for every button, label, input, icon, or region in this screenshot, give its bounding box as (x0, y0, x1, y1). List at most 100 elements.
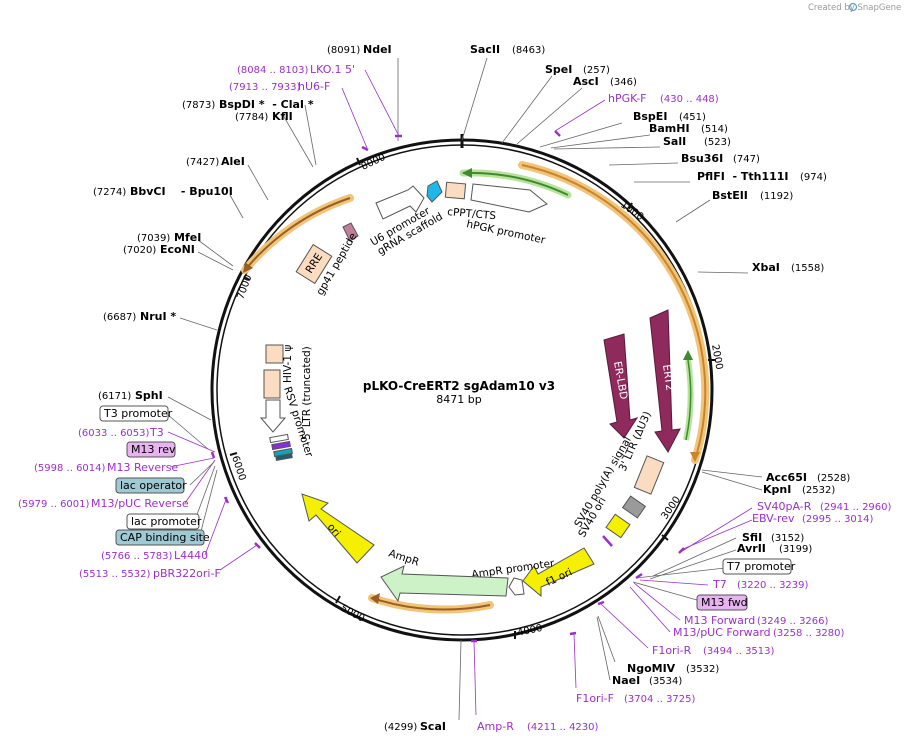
orange-arrowhead-left (243, 262, 253, 273)
svg-text:(3220 .. 3239): (3220 .. 3239) (737, 580, 809, 591)
svg-text:(7913 .. 7933): (7913 .. 7933) (229, 82, 301, 93)
tick-6000: 6000 (229, 455, 247, 483)
site-scai: ScaI (420, 720, 446, 733)
site-kpni: KpnI (763, 483, 791, 496)
svg-text:(747): (747) (733, 154, 760, 165)
snapgene-credit: Created by SnapGene (808, 3, 901, 13)
restriction-sites-left: (8091) NdeI (7873) BspDI * - ClaI * (778… (93, 43, 392, 402)
site-ndei: NdeI (363, 43, 392, 56)
primer-f1ori-r: F1ori-R (652, 644, 692, 657)
svg-text:(451): (451) (679, 112, 706, 123)
svg-text:(1558): (1558) (791, 263, 824, 274)
svg-text:(514): (514) (701, 124, 728, 135)
site-sacii: SacII (470, 43, 500, 56)
site-nrui: NruI * (140, 310, 176, 323)
svg-text:(6687): (6687) (103, 312, 136, 323)
site-bsu36i: Bsu36I (681, 152, 723, 165)
primer-m13-puc-forward: M13/pUC Forward (673, 626, 771, 639)
svg-text:hPGK promoter: hPGK promoter (465, 218, 546, 247)
feature-lac-cluster (269, 433, 293, 461)
svg-text:(3494 .. 3513): (3494 .. 3513) (703, 646, 775, 657)
svg-text:(7274): (7274) (93, 187, 126, 198)
svg-text:(3258 .. 3280): (3258 .. 3280) (773, 628, 845, 639)
primer-m13-forward: M13 Forward (684, 614, 755, 627)
svg-text:(5998 .. 6014): (5998 .. 6014) (34, 463, 106, 474)
svg-text:(7873): (7873) (182, 100, 215, 111)
label-cap-binding-site: CAP binding site (120, 531, 210, 544)
primer-marks (210, 130, 685, 643)
svg-text:(7020): (7020) (123, 245, 156, 256)
svg-text:(346): (346) (610, 77, 637, 88)
svg-text:(7039): (7039) (137, 233, 170, 244)
site-bspei: BspEI (633, 110, 667, 123)
orange-arrowhead-bottom (370, 593, 380, 604)
svg-text:(4211 .. 4230): (4211 .. 4230) (527, 722, 599, 733)
svg-text:(2528): (2528) (817, 473, 850, 484)
svg-text:(3532): (3532) (686, 664, 719, 675)
site-bbvci-bpu10i: BbvCI - Bpu10I (130, 185, 233, 198)
primer-amp-r: Amp-R (477, 720, 514, 733)
tick-4000: 4000 (516, 623, 543, 639)
site-naei: NaeI (612, 674, 640, 687)
primer-m13-puc-reverse: M13/pUC Reverse (91, 497, 189, 510)
primer-hpgk-f: hPGK-F (608, 92, 646, 105)
plasmid-title: pLKO-CreERT2 sgAdam10 v3 (363, 379, 555, 393)
svg-text:AmpR: AmpR (387, 547, 421, 568)
svg-text:(523): (523) (704, 137, 731, 148)
svg-text:(3249 .. 3266): (3249 .. 3266) (757, 616, 829, 627)
site-bspdi-clai: BspDI * - ClaI * (219, 98, 314, 111)
primer-pbr322ori-f: pBR322ori-F (153, 567, 221, 580)
label-m13-rev: M13 rev (131, 443, 176, 456)
feature-5ltr: 5' LTR (truncated) (263, 346, 313, 440)
feature-cppt: cPPT/CTS (444, 181, 497, 222)
svg-text:5' LTR (truncated): 5' LTR (truncated) (301, 346, 313, 440)
feature-ori: ori (301, 493, 375, 564)
site-avrii: AvrII (737, 542, 766, 555)
primer-t3: T3 (149, 426, 164, 439)
label-lac-promoter: lac promoter (131, 515, 202, 528)
svg-text:(8463): (8463) (512, 45, 545, 56)
site-sali: SalI (663, 135, 686, 148)
svg-text:(2995 .. 3014): (2995 .. 3014) (802, 514, 874, 525)
svg-text:(3704 .. 3725): (3704 .. 3725) (624, 694, 696, 705)
svg-text:(430 .. 448): (430 .. 448) (660, 94, 719, 105)
orange-arrowhead-right (690, 452, 700, 462)
boxed-labels: T7 promoter M13 fwd T3 promoter M13 rev … (99, 405, 796, 611)
site-connectors (167, 57, 763, 721)
green-arrowhead-top (462, 168, 472, 178)
svg-text:SV40 poly(A) signal: SV40 poly(A) signal (572, 435, 634, 530)
svg-text:(5513 .. 5532): (5513 .. 5532) (79, 569, 151, 580)
snapgene-logo-icon (848, 2, 858, 12)
primer-l4440: L4440 (174, 549, 208, 562)
label-m13-fwd: M13 fwd (701, 596, 748, 609)
feature-rre: RRE (295, 243, 333, 285)
site-acc65i: Acc65I (766, 471, 807, 484)
svg-text:(2941 .. 2960): (2941 .. 2960) (820, 502, 892, 513)
site-asci: AscI (573, 75, 599, 88)
svg-text:(3199): (3199) (779, 544, 812, 555)
svg-text:(7427): (7427) (186, 157, 219, 168)
green-arrowhead-right (683, 350, 693, 360)
svg-text:(5979 .. 6001): (5979 .. 6001) (18, 499, 90, 510)
svg-text:ERT2: ERT2 (660, 364, 676, 392)
svg-text:(3152): (3152) (771, 533, 804, 544)
svg-text:(1192): (1192) (760, 191, 793, 202)
site-econi: EcoNI (160, 243, 195, 256)
orf-bands (241, 161, 710, 614)
primer-m13-reverse: M13 Reverse (107, 461, 178, 474)
primers-right: hPGK-F (430 .. 448) SV40pA-R (2941 .. 29… (477, 92, 892, 733)
site-bamhi: BamHI (649, 122, 690, 135)
primer-ebv-rev: EBV-rev (752, 512, 795, 525)
tick-marks (229, 157, 716, 639)
box-connectors (166, 413, 726, 601)
tick-2000: 2000 (709, 344, 724, 371)
site-sfii: SfiI (742, 531, 762, 544)
primer-hu6-f: hU6-F (298, 80, 330, 93)
tick-5000: 5000 (339, 603, 367, 625)
feature-ert2: ERT2 (649, 309, 681, 453)
site-sphi: SphI (135, 389, 163, 402)
tick-3000: 3000 (659, 495, 683, 522)
primer-lko1-5: LKO.1 5' (310, 63, 355, 76)
primers-left: (8084 .. 8103) LKO.1 5' (7913 .. 7933) h… (18, 63, 355, 580)
